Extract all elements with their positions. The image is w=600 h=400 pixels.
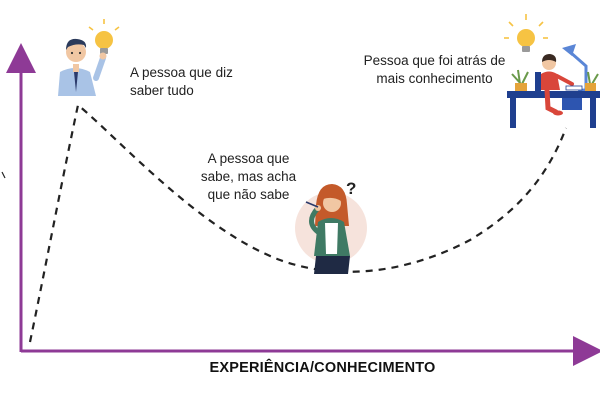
person-studying-at-desk-icon [504, 14, 600, 128]
learning-curve [28, 102, 568, 343]
x-axis-label: EXPERIÊNCIA/CONHECIMENTO [209, 360, 436, 376]
label-know-it-all: A pessoa que diz saber tudo [130, 65, 233, 98]
question-mark: ? [346, 179, 356, 198]
edge-mark [1, 171, 6, 179]
label-knows-but-doubts: A pessoa que sabe, mas acha que não sabe [200, 151, 297, 202]
man-with-lightbulb-icon [58, 19, 120, 96]
thinking-woman-icon: ? [295, 179, 367, 274]
label-sought-knowledge: Pessoa que foi atrás de mais conheciment… [363, 53, 506, 86]
